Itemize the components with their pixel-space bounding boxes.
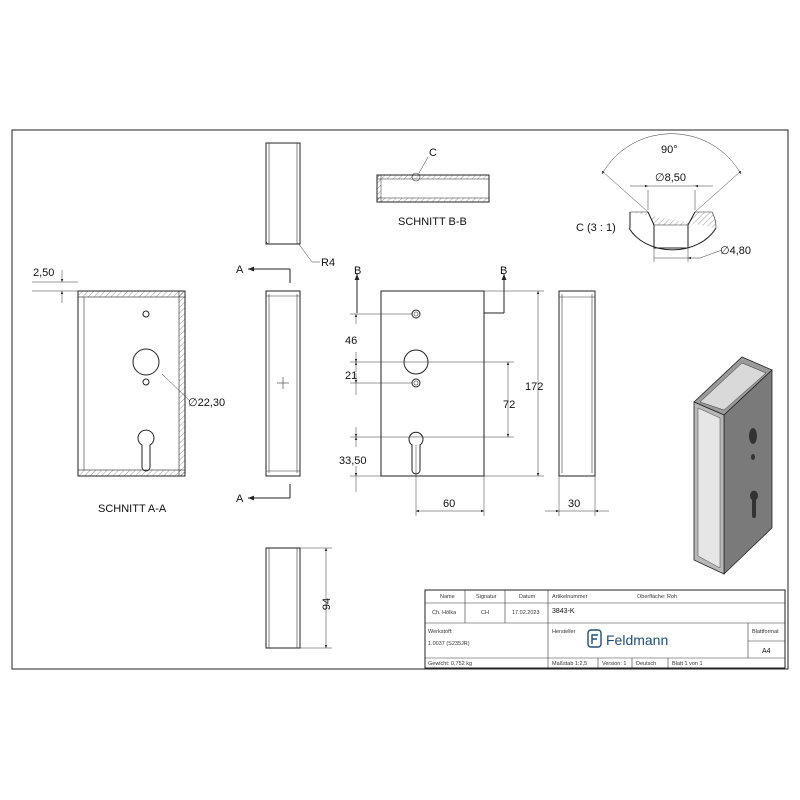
marker-b-right: B: [500, 265, 507, 277]
tb-datum-header: Datum: [519, 594, 536, 600]
marker-a-top: A: [236, 264, 244, 276]
isometric-view: [693, 356, 773, 575]
dim-wall-thickness: 2,50: [33, 267, 54, 279]
dim-21: 21: [345, 370, 357, 382]
tb-name-header: Name: [440, 594, 455, 600]
section-aa-label: SCHNITT A-A: [98, 503, 167, 515]
dim-172: 172: [525, 381, 543, 393]
detail-c-view: 90° ∅8,50 ∅4,80 C (3 : 1): [576, 133, 751, 262]
tb-signatur-header: Signatur: [476, 594, 497, 600]
dim-94: 94: [321, 598, 333, 610]
tb-datum-value: 17.02.2023: [512, 610, 540, 616]
bottom-profile-view: 94: [265, 547, 333, 649]
title-block: Name Signatur Datum Artikelnummer Oberfl…: [424, 589, 786, 669]
tb-blattformat-value: A4: [762, 648, 771, 655]
tb-sprache: Deutsch: [636, 661, 656, 667]
dim-4-80: ∅4,80: [720, 245, 751, 257]
dim-8-50: ∅8,50: [655, 172, 686, 184]
section-bb-label: SCHNITT B-B: [398, 216, 467, 228]
dim-30: 30: [568, 498, 580, 510]
detail-c-tag: C: [429, 147, 437, 159]
cylinder-hole: [132, 348, 160, 376]
dim-72: 72: [503, 399, 515, 411]
tb-blatt: Blatt 1 von 1: [672, 661, 703, 667]
dim-60: 60: [443, 498, 455, 510]
dim-hole-diameter: ∅22,30: [188, 397, 225, 409]
dim-radius: R4: [321, 257, 335, 269]
feldmann-logo: Feldmann: [587, 629, 668, 648]
tb-artikelnummer-header: Artikelnummer: [552, 594, 588, 600]
dim-33-50: 33,50: [339, 455, 367, 467]
front-view: B B 46 21 33,50 72 172: [339, 265, 544, 516]
dim-46: 46: [345, 335, 357, 347]
top-profile-view: R4: [265, 142, 335, 269]
section-bb-view: C SCHNITT B-B: [376, 147, 490, 228]
side-view: A A: [236, 264, 301, 505]
tb-blattformat-header: Blattformat: [752, 629, 779, 635]
tb-version: Version: 1: [602, 661, 626, 667]
company-name: Feldmann: [606, 632, 668, 648]
screw-hole-top: [142, 310, 150, 318]
drawing-frame: [11, 129, 789, 670]
screw-hole-mid: [142, 378, 150, 386]
tb-werkstoff-value: 1.0037 (S235JR): [428, 641, 470, 647]
tb-oberflaeche: Oberfläche: Roh: [637, 594, 677, 600]
tb-hersteller-header: Hersteller: [552, 629, 576, 635]
profile-cylinder-cutout: [137, 429, 155, 472]
detail-c-label: C (3 : 1): [576, 222, 616, 234]
tb-massstab: Maßstab 1:2,5: [552, 661, 587, 667]
tb-signatur-value: CH: [481, 610, 489, 616]
tb-gewicht: Gewicht: 0,752 kg: [428, 661, 472, 667]
tb-name-value: Ch. Hölka: [432, 610, 457, 616]
tb-werkstoff-header: Werkstoff:: [428, 629, 453, 635]
marker-b-left: B: [354, 265, 361, 277]
marker-a-bottom: A: [236, 493, 244, 505]
right-side-view: 30: [545, 290, 609, 516]
dim-angle: 90°: [661, 144, 678, 156]
tb-artikelnummer-value: 3843-K: [552, 608, 575, 615]
section-aa-view: 2,50 ∅22,30 SCHNITT A-A: [32, 267, 225, 515]
